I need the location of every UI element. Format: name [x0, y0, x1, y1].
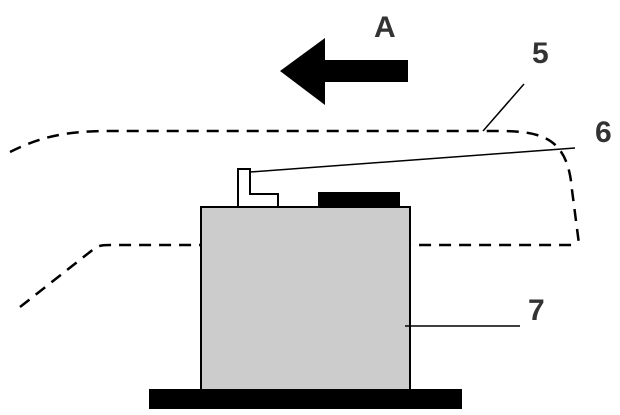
leader-line-5 — [482, 83, 525, 132]
gray-block — [200, 206, 411, 391]
dashed-outline-upper — [9, 129, 581, 245]
base-plate — [149, 389, 462, 409]
label-direction: A — [374, 11, 396, 44]
dashed-outline-lower — [19, 243, 579, 308]
top-pad — [318, 192, 400, 207]
label-5: 5 — [532, 37, 549, 70]
label-6: 6 — [595, 116, 612, 149]
leader-line-6 — [249, 147, 576, 173]
label-7: 7 — [528, 294, 545, 327]
l-tab — [237, 168, 279, 208]
direction-arrow — [280, 38, 408, 105]
